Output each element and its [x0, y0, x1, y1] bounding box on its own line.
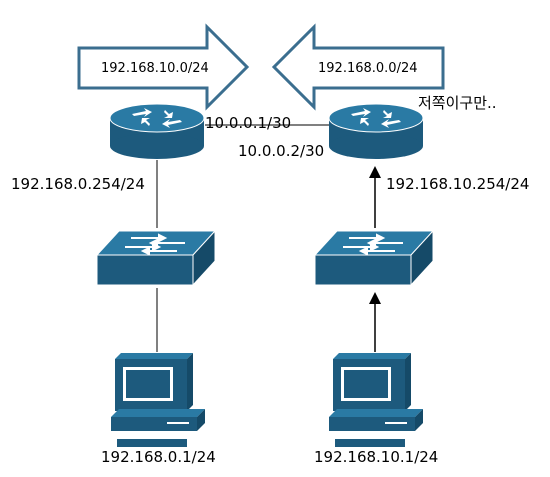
- arrowhead-to-router2: [369, 166, 381, 178]
- switch-icon: [314, 230, 434, 286]
- pc1-ip: 192.168.0.1/24: [101, 448, 216, 466]
- route-arrow-right-network: 192.168.0.0/24: [271, 23, 445, 111]
- comment-text: 저쪽이구만..: [418, 94, 497, 112]
- pc2-ip: 192.168.10.1/24: [314, 448, 438, 466]
- router-icon: [109, 103, 205, 160]
- router2-lan-ip: 192.168.10.254/24: [386, 175, 529, 193]
- route-arrow-left-network: 192.168.10.0/24: [77, 23, 250, 111]
- route-arrow-left-label: 192.168.10.0/24: [101, 61, 209, 76]
- desktop-computer-icon: [329, 353, 423, 447]
- switch-icon: [96, 230, 216, 286]
- link-ip-router2: 10.0.0.2/30: [238, 142, 324, 160]
- router-icon: [328, 103, 424, 160]
- link-ip-router1: 10.0.0.1/30: [205, 114, 291, 132]
- arrowhead-to-switch2: [369, 292, 381, 304]
- router1-lan-ip: 192.168.0.254/24: [11, 175, 145, 193]
- desktop-computer-icon: [111, 353, 205, 447]
- route-arrow-right-label: 192.168.0.0/24: [318, 61, 418, 76]
